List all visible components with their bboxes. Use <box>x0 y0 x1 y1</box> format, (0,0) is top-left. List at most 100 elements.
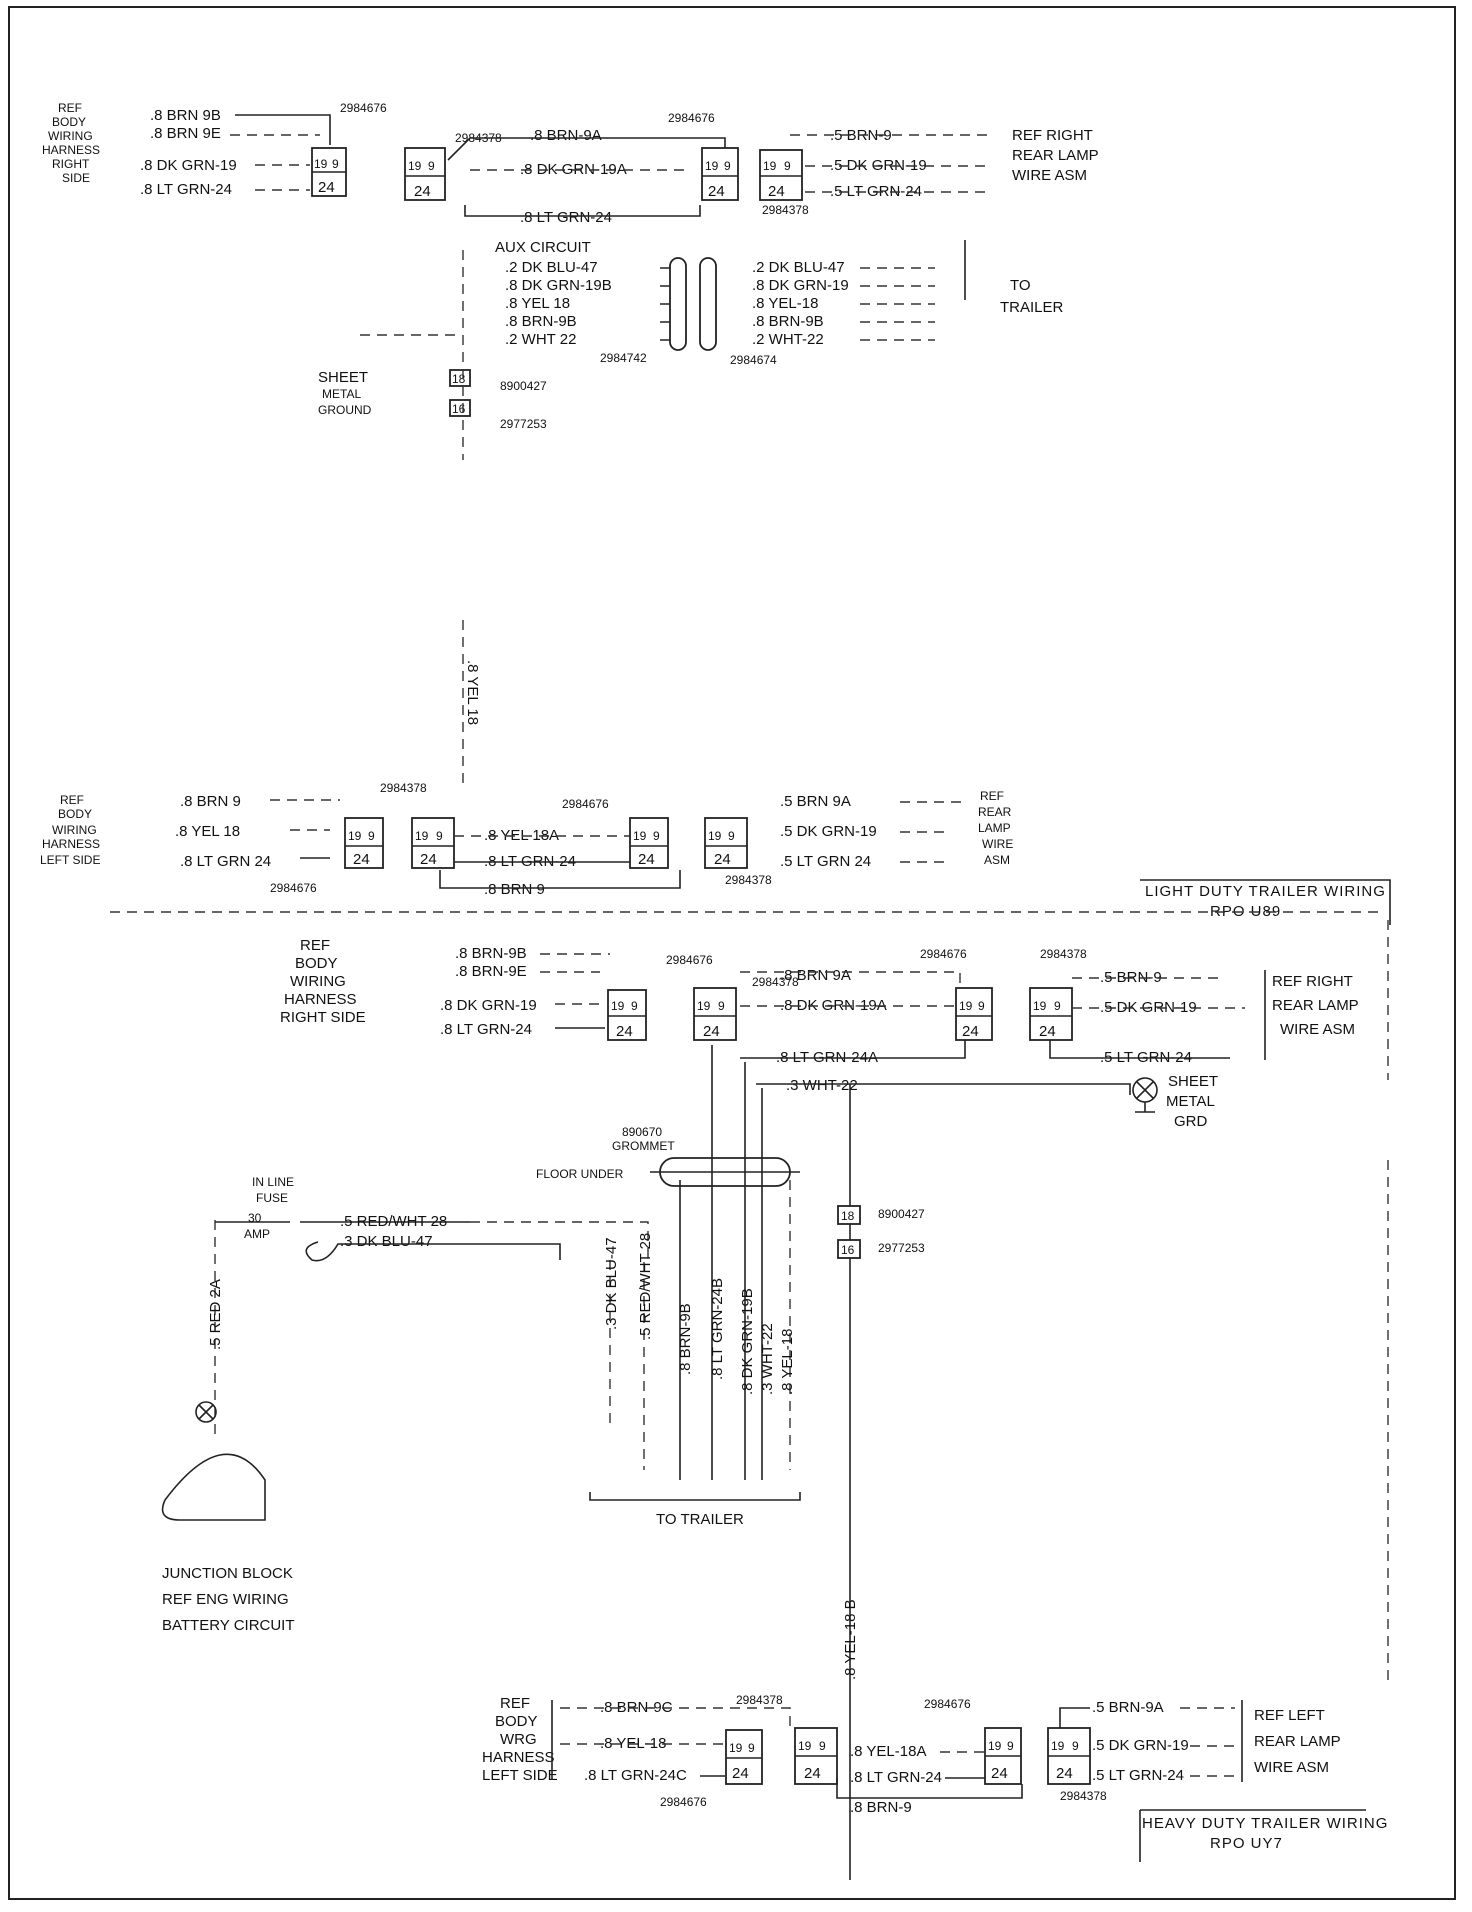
svg-text:BATTERY CIRCUIT: BATTERY CIRCUIT <box>162 1617 295 1634</box>
svg-text:REF ENG WIRING: REF ENG WIRING <box>162 1591 289 1608</box>
svg-text:19: 19 <box>729 1741 743 1755</box>
svg-text:REF RIGHT: REF RIGHT <box>1272 973 1353 990</box>
svg-text:METAL: METAL <box>1166 1093 1215 1110</box>
svg-text:9: 9 <box>428 159 435 173</box>
ld-left-right-wires: .5 BRN 9A .5 DK GRN-19 .5 LT GRN 24 REF … <box>780 789 1013 870</box>
svg-text:WIRING: WIRING <box>52 823 97 837</box>
wire-label: .8 BRN-9A <box>530 127 602 144</box>
svg-text:.8 YEL-18: .8 YEL-18 <box>752 295 818 312</box>
rear-lamp-label: REAR LAMP <box>1012 147 1099 164</box>
svg-text:TRAILER: TRAILER <box>1000 299 1064 316</box>
connector-hd-left-1: 19 9 24 2984676 2984378 <box>660 1693 783 1809</box>
svg-text:SHEET: SHEET <box>318 369 368 386</box>
connector-ld-top-4: 19 9 24 2984378 <box>759 149 809 217</box>
harness-label: RIGHT <box>52 157 90 171</box>
svg-text:9: 9 <box>368 829 375 843</box>
svg-text:9: 9 <box>718 999 725 1013</box>
svg-text:9: 9 <box>748 1741 755 1755</box>
svg-text:.8 BRN-9E: .8 BRN-9E <box>455 963 527 980</box>
wire-label: .8 DK GRN-19 <box>140 157 237 174</box>
svg-text:WIRE ASM: WIRE ASM <box>1254 1759 1329 1776</box>
connector-ld-left-1: 19 9 24 2984676 2984378 <box>270 781 427 895</box>
light-duty-rpo: RPO U89 <box>1210 903 1281 920</box>
svg-text:.3 DK BLU-47: .3 DK BLU-47 <box>340 1233 433 1250</box>
svg-text:.8 YEL 18A: .8 YEL 18A <box>484 827 559 844</box>
svg-text:REF: REF <box>300 937 330 954</box>
svg-text:JUNCTION BLOCK: JUNCTION BLOCK <box>162 1565 293 1582</box>
ld-top-right-harness-ref: REF BODY WIRING HARNESS RIGHT SIDE <box>42 101 100 185</box>
part-number: 8900427 <box>878 1207 925 1221</box>
connector-hd-right-4: 19 9 24 <box>1029 987 1073 1041</box>
svg-text:BODY: BODY <box>495 1713 538 1730</box>
svg-text:19: 19 <box>697 999 711 1013</box>
ld-title: LIGHT DUTY TRAILER WIRING RPO U89 <box>110 879 1391 1080</box>
harness-label: WIRING <box>48 129 93 143</box>
hd-left-mid-wires: .8 YEL-18A .8 LT GRN-24 .8 BRN-9 2984676 <box>836 1697 1023 1816</box>
svg-text:GRD: GRD <box>1174 1113 1208 1130</box>
svg-text:24: 24 <box>414 183 431 200</box>
part-number: 2984676 <box>562 797 609 811</box>
rear-lamp-label: WIRE ASM <box>1012 167 1087 184</box>
svg-text:.8 YEL 18: .8 YEL 18 <box>505 295 570 312</box>
svg-text:9: 9 <box>1054 999 1061 1013</box>
svg-text:9: 9 <box>653 829 660 843</box>
connector-hd-right-3: 19 9 24 <box>955 987 993 1041</box>
svg-text:.8 LT GRN 24: .8 LT GRN 24 <box>180 853 271 870</box>
svg-text:GROUND: GROUND <box>318 403 372 417</box>
svg-text:HARNESS: HARNESS <box>42 837 100 851</box>
harness-label: HARNESS <box>42 143 100 157</box>
svg-text:.5 LT GRN-24: .5 LT GRN-24 <box>1092 1767 1184 1784</box>
connector-hd-left-2: 19 9 24 <box>794 1727 838 1785</box>
part-number: 2984378 <box>380 781 427 795</box>
svg-text:FUSE: FUSE <box>256 1191 288 1205</box>
svg-text:24: 24 <box>638 851 655 868</box>
svg-text:FLOOR UNDER: FLOOR UNDER <box>536 1167 624 1181</box>
svg-text:.8 BRN-9B: .8 BRN-9B <box>455 945 527 962</box>
svg-text:HARNESS: HARNESS <box>284 991 357 1008</box>
svg-text:REAR LAMP: REAR LAMP <box>1254 1733 1341 1750</box>
aux-circuit-label: AUX CIRCUIT <box>495 239 591 256</box>
svg-text:.8 YEL-18: .8 YEL-18 <box>779 1329 796 1395</box>
wire-label: .8 LT GRN-24 <box>520 209 612 226</box>
wire-label: .8 BRN 9B <box>150 107 221 124</box>
hd-trailer-bundle: .3 DK BLU-47 .5 RED/WHT 28 .8 BRN-9B .8 … <box>589 1045 801 1528</box>
svg-text:WIRE: WIRE <box>982 837 1013 851</box>
svg-text:.5 RED 2A: .5 RED 2A <box>207 1279 224 1350</box>
svg-text:.5 BRN-9A: .5 BRN-9A <box>1092 1699 1164 1716</box>
part-number: 2984676 <box>666 953 713 967</box>
svg-text:9: 9 <box>784 159 791 173</box>
harness-label: REF <box>58 101 82 115</box>
svg-text:LAMP: LAMP <box>978 821 1011 835</box>
ld-left-mid-wires: .8 YEL 18A .8 LT GRN-24 .8 BRN 9 2984676 <box>439 797 681 898</box>
svg-text:.8 YEL 18: .8 YEL 18 <box>175 823 240 840</box>
part-number: 2984378 <box>762 203 809 217</box>
hd-right-mid-wires: .8 BRN 9A .8 DK GRN-19A .8 LT GRN-24A .3… <box>740 947 1131 1095</box>
svg-text:19: 19 <box>798 1739 812 1753</box>
ld-top-right-wires: .5 BRN-9 .5 DK GRN-19 .5 LT GRN-24 REF R… <box>790 127 1099 200</box>
connector-ld-top-1: 19 9 24 <box>311 147 347 197</box>
part-number: 2984676 <box>920 947 967 961</box>
hd-grommets: 18 16 8900427 2977253 <box>837 1084 925 1880</box>
svg-text:24: 24 <box>420 851 437 868</box>
connector-ld-left-3: 19 9 24 <box>629 817 669 869</box>
svg-text:16: 16 <box>841 1243 855 1257</box>
svg-text:REF LEFT: REF LEFT <box>1254 1707 1325 1724</box>
part-number: 2984676 <box>340 101 387 115</box>
ld-top-left-wires: .8 BRN 9B .8 BRN 9E .8 DK GRN-19 .8 LT G… <box>140 107 331 198</box>
svg-text:.2 WHT-22: .2 WHT-22 <box>752 331 824 348</box>
svg-text:ASM: ASM <box>984 853 1010 867</box>
svg-text:19: 19 <box>314 157 328 171</box>
svg-text:30: 30 <box>248 1211 262 1225</box>
svg-text:890670: 890670 <box>622 1125 662 1139</box>
svg-text:.5 DK GRN-19: .5 DK GRN-19 <box>1092 1737 1189 1754</box>
svg-text:.8 LT GRN-24B: .8 LT GRN-24B <box>709 1278 726 1380</box>
svg-text:REF: REF <box>60 793 84 807</box>
svg-text:24: 24 <box>991 1765 1008 1782</box>
hd-grommet: 890670 GROMMET FLOOR UNDER <box>536 1125 800 1187</box>
svg-text:REF: REF <box>980 789 1004 803</box>
svg-text:24: 24 <box>1056 1765 1073 1782</box>
svg-text:9: 9 <box>819 1739 826 1753</box>
svg-text:REAR: REAR <box>978 805 1012 819</box>
svg-text:24: 24 <box>1039 1023 1056 1040</box>
svg-text:.8 BRN-9: .8 BRN-9 <box>850 1799 912 1816</box>
